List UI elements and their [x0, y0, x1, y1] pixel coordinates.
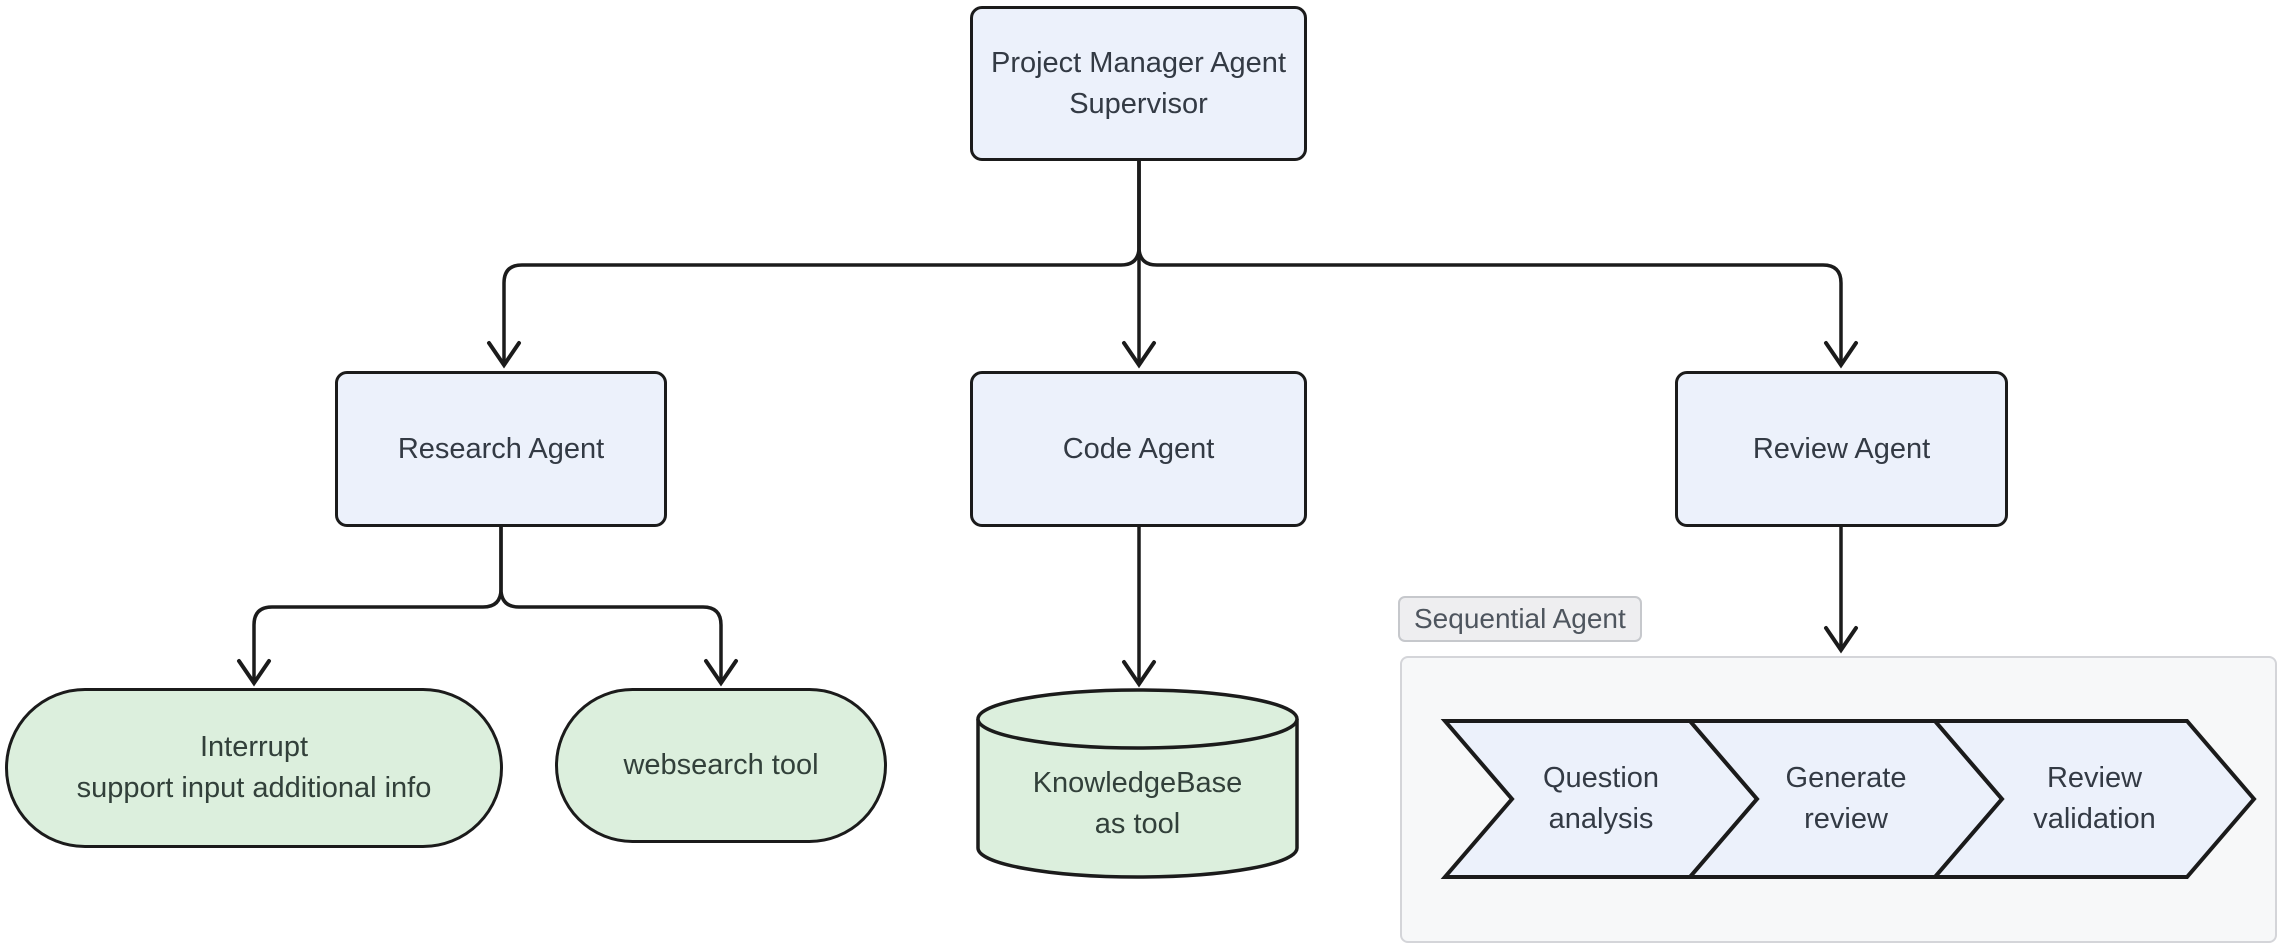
step-generate-review-label: Generate review	[1690, 721, 2002, 877]
node-label-line: Code Agent	[1062, 432, 1215, 465]
step-label-line: analysis	[1548, 803, 1654, 835]
arrowhead-research	[487, 341, 521, 369]
arrowhead-interrupt	[237, 659, 271, 687]
node-label-line: support input additional info	[76, 772, 432, 804]
node-websearch-tool: websearch tool	[555, 688, 887, 843]
arrowhead-review	[1824, 341, 1858, 369]
node-research-agent: Research Agent	[335, 371, 667, 527]
sequential-agent-subgraph-label: Sequential Agent	[1398, 596, 1642, 642]
node-code-agent: Code Agent	[970, 371, 1307, 527]
node-label-line: websearch tool	[623, 749, 819, 781]
node-interrupt-tool: Interrupt support input additional info	[5, 688, 503, 848]
node-supervisor: Project Manager Agent Supervisor	[970, 6, 1307, 161]
step-label-line: Review	[2046, 762, 2143, 794]
arrowhead-knowledgebase	[1122, 660, 1156, 688]
node-label-line: Interrupt	[200, 731, 308, 763]
edge-research-websearch	[499, 527, 723, 681]
arrowhead-websearch	[704, 659, 738, 687]
arrowhead-sequential	[1824, 626, 1858, 654]
arrowhead-code	[1122, 341, 1156, 369]
step-label-line: validation	[2033, 803, 2156, 835]
step-label-line: Generate	[1785, 762, 1907, 794]
step-review-validation-label: Review validation	[1935, 721, 2254, 877]
edge-research-interrupt	[252, 527, 503, 681]
node-label-line: as tool	[1094, 808, 1181, 840]
node-label-line: Project Manager Agent	[990, 46, 1286, 79]
step-label-line: Question	[1542, 762, 1660, 794]
node-knowledgebase-label: KnowledgeBase as tool	[978, 748, 1297, 860]
step-question-analysis-label: Question analysis	[1445, 721, 1757, 877]
node-review-agent: Review Agent	[1675, 371, 2008, 527]
knowledgebase-cylinder-shape	[976, 688, 1299, 879]
node-label-line: Review Agent	[1752, 432, 1931, 465]
node-label-line: Supervisor	[1069, 87, 1208, 120]
step-label-line: review	[1804, 803, 1888, 835]
chevron-review-validation	[1930, 719, 2257, 879]
node-label-line: Research Agent	[397, 432, 605, 465]
edge-supervisor-review	[1137, 161, 1843, 363]
node-label-line: KnowledgeBase	[1032, 767, 1243, 799]
